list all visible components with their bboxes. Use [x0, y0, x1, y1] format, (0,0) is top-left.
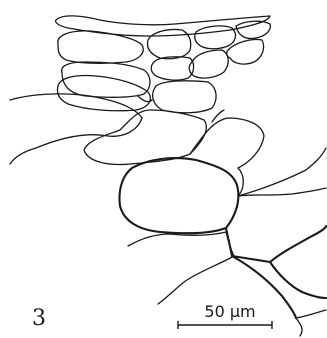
cell-wall: [10, 94, 142, 164]
cell-wall: [236, 21, 270, 38]
panel-label: 3: [32, 308, 46, 330]
cell-wall: [238, 148, 326, 196]
cell-wall: [296, 310, 326, 318]
cell-wall: [128, 232, 234, 304]
scale-bar-label: 50 µm: [190, 304, 270, 320]
cell-wall: [57, 75, 150, 110]
cell-wall: [189, 50, 228, 78]
cell-wall: [120, 158, 239, 233]
cell-wall: [84, 110, 206, 164]
cell-wall: [62, 62, 150, 97]
cell-wall: [226, 226, 326, 262]
cell-wall: [195, 26, 236, 49]
cell-wall: [148, 29, 191, 58]
cell-wall: [56, 16, 270, 36]
cell-wall: [151, 57, 193, 80]
cell-wall: [296, 318, 302, 336]
cell-wall: [153, 81, 216, 113]
